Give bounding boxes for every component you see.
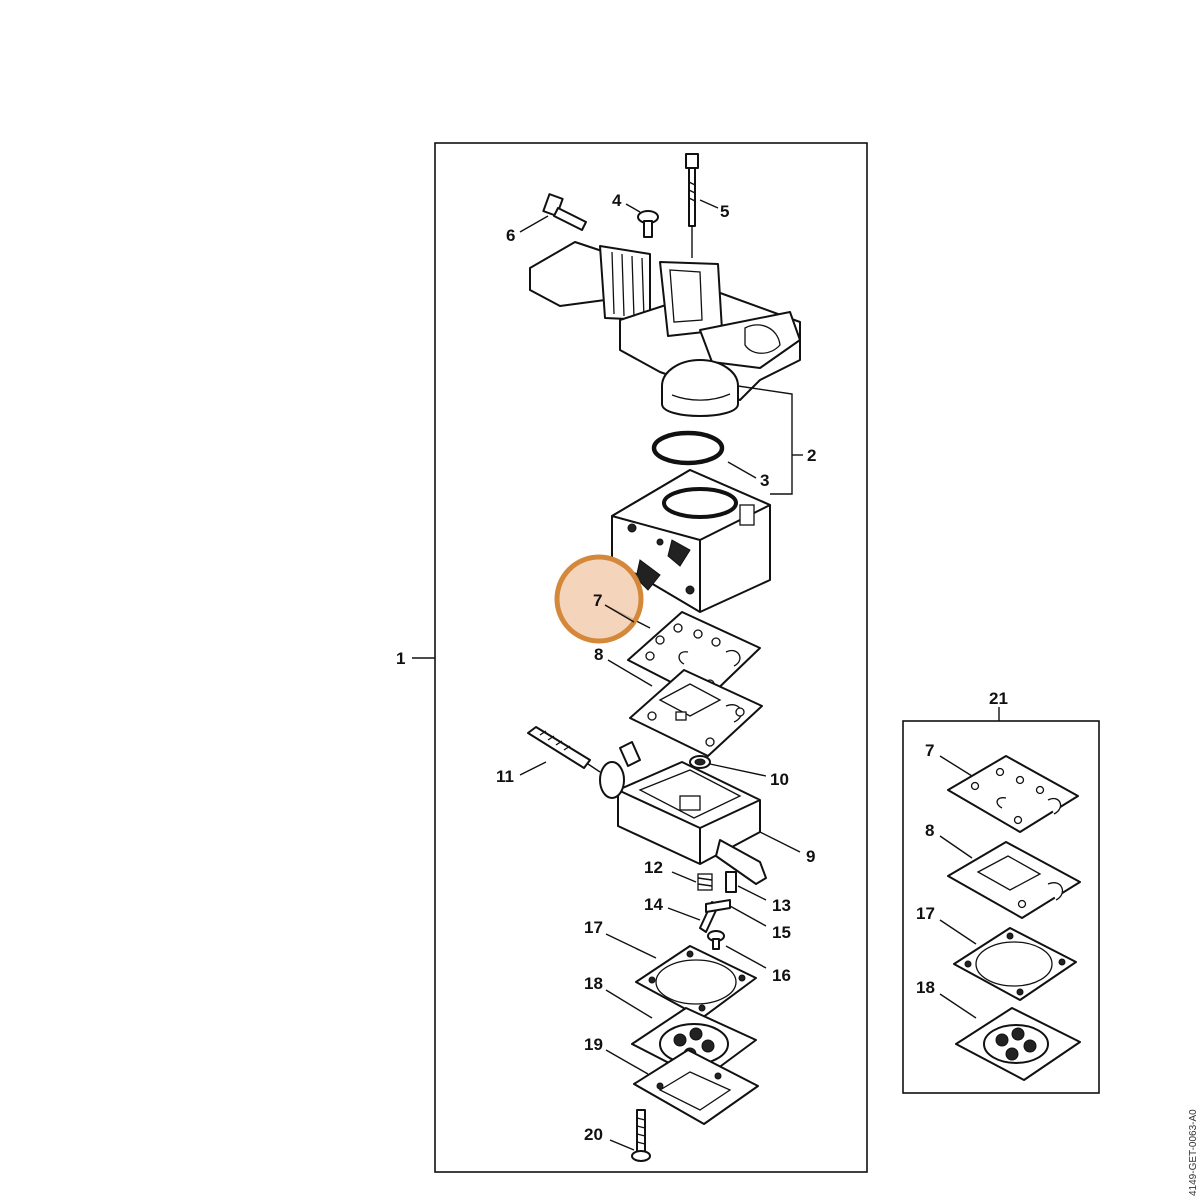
label-20[interactable]: 20 <box>584 1125 603 1144</box>
label-12[interactable]: 12 <box>644 858 663 877</box>
part-5-long-screw[interactable] <box>685 153 699 258</box>
part-6-bolt[interactable] <box>542 193 587 231</box>
part-20-screw[interactable] <box>631 1109 651 1162</box>
part-9-carburetor-body[interactable] <box>599 741 767 885</box>
leader-lines <box>412 199 1000 1151</box>
kit-label-17[interactable]: 17 <box>916 904 935 923</box>
label-21[interactable]: 21 <box>989 689 1008 708</box>
label-3[interactable]: 3 <box>760 471 769 490</box>
label-6[interactable]: 6 <box>506 226 515 245</box>
label-2[interactable]: 2 <box>807 446 816 465</box>
label-7[interactable]: 7 <box>593 591 602 610</box>
part-8-gasket[interactable] <box>629 669 763 757</box>
label-17[interactable]: 17 <box>584 918 603 937</box>
label-8[interactable]: 8 <box>594 645 603 664</box>
part-15-lever[interactable] <box>705 899 731 913</box>
label-4[interactable]: 4 <box>612 191 622 210</box>
kit-part-18-diaphragm[interactable] <box>955 1007 1081 1081</box>
label-14[interactable]: 14 <box>644 895 663 914</box>
part-17-gasket[interactable] <box>635 945 757 1019</box>
kit-label-18[interactable]: 18 <box>916 978 935 997</box>
carburetor-block[interactable] <box>611 469 771 613</box>
label-1[interactable]: 1 <box>396 649 405 668</box>
kit-part-17-gasket[interactable] <box>953 927 1077 1001</box>
label-18[interactable]: 18 <box>584 974 603 993</box>
label-11[interactable]: 11 <box>496 767 514 786</box>
kit-label-7[interactable]: 7 <box>925 741 934 760</box>
part-12-spring[interactable] <box>697 873 713 891</box>
part-16-screw[interactable] <box>707 930 725 950</box>
part-4-screw[interactable] <box>637 210 659 238</box>
label-16[interactable]: 16 <box>772 966 791 985</box>
document-id: 4149-GET-0063-A0 <box>1188 1109 1199 1196</box>
highlight-leader-line <box>604 604 635 623</box>
label-5[interactable]: 5 <box>720 202 729 221</box>
part-18-diaphragm[interactable] <box>631 1007 757 1081</box>
label-9[interactable]: 9 <box>806 847 815 866</box>
label-15[interactable]: 15 <box>772 923 791 942</box>
label-19[interactable]: 19 <box>584 1035 603 1054</box>
part-10-screen[interactable] <box>689 755 711 769</box>
part-13-valve[interactable] <box>725 871 737 893</box>
part-11-needle[interactable] <box>527 726 601 773</box>
kit-part-7-gasket[interactable] <box>947 755 1079 833</box>
repair-kit-frame <box>902 720 1100 1094</box>
kit-label-8[interactable]: 8 <box>925 821 934 840</box>
part-labels: 1 2 3 4 5 6 7 8 9 10 11 12 13 14 15 16 1… <box>396 191 1008 1144</box>
label-13[interactable]: 13 <box>772 896 791 915</box>
label-10[interactable]: 10 <box>770 770 789 789</box>
part-2-throttle-body[interactable] <box>529 241 801 417</box>
part-19-cover[interactable] <box>633 1049 759 1125</box>
kit-part-8-gasket[interactable] <box>947 841 1081 919</box>
part-3-o-ring[interactable] <box>651 430 725 466</box>
highlight-marker-part-7[interactable] <box>554 554 644 644</box>
